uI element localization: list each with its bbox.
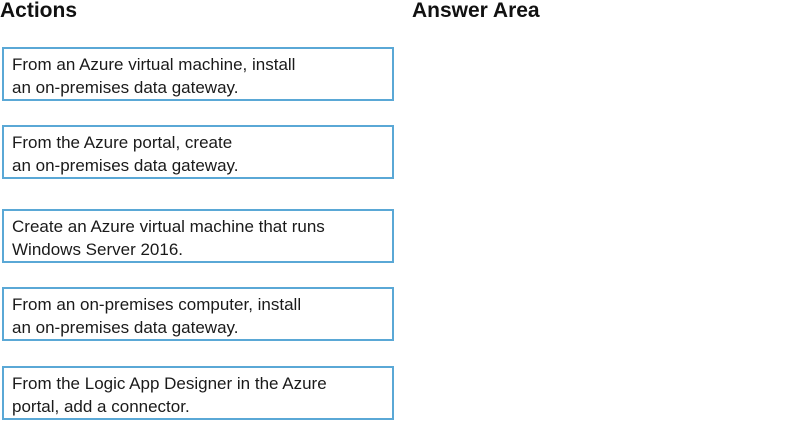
action-item-text-line: portal, add a connector. <box>12 397 190 416</box>
action-item-install-gateway-on-premises[interactable]: From an on-premises computer, install an… <box>2 287 394 341</box>
action-item-add-connector-logic-app[interactable]: From the Logic App Designer in the Azure… <box>2 366 394 420</box>
action-item-install-gateway-azure-vm[interactable]: From an Azure virtual machine, install a… <box>2 47 394 101</box>
action-item-text-line: From an on-premises computer, install <box>12 295 302 314</box>
action-item-text-line: From the Azure portal, create <box>12 133 233 152</box>
action-item-create-gateway-portal[interactable]: From the Azure portal, create an on-prem… <box>2 125 394 179</box>
action-item-text-line: an on-premises data gateway. <box>12 78 239 97</box>
action-item-text-line: Create an Azure virtual machine that run… <box>12 217 325 236</box>
action-item-text-line: From the Logic App Designer in the Azure <box>12 374 327 393</box>
answer-area-drop-zone[interactable] <box>412 40 802 420</box>
action-item-text-line: Windows Server 2016. <box>12 240 184 259</box>
action-item-text-line: an on-premises data gateway. <box>12 318 239 337</box>
answer-area-heading: Answer Area <box>412 0 540 22</box>
action-item-text-line: From an Azure virtual machine, install <box>12 55 296 74</box>
action-item-create-azure-vm[interactable]: Create an Azure virtual machine that run… <box>2 209 394 263</box>
action-item-text-line: an on-premises data gateway. <box>12 156 239 175</box>
actions-heading: Actions <box>0 0 78 22</box>
